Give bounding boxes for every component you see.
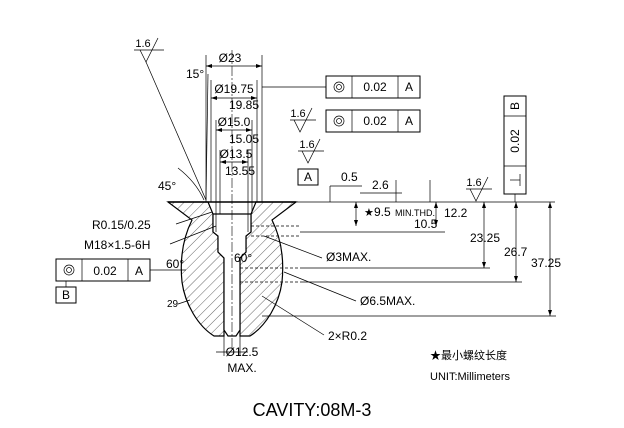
angle-arc [177,167,205,201]
angle-45: 45° [158,179,176,193]
leader-line [261,295,325,336]
thread-depth-suffix: MIN.THD. [395,208,435,218]
dim-dia-19-75: Ø19.75 [214,82,254,96]
angle-60-center: 60° [234,251,252,265]
sf-value: 1.6 [299,139,314,151]
concentricity-icon [333,115,345,127]
leader-line [145,61,207,201]
angle-60-left: 60° [166,257,184,271]
dim-dia-12-5: Ø12.5 [226,345,259,359]
angle-leader [205,73,209,201]
dia-3-max: Ø3MAX. [326,250,371,264]
tolerance-value: 0.02 [363,114,387,128]
perp-datum: B [508,102,522,110]
dim-15-05: 15.05 [229,132,259,146]
thread-depth-value: 9.5 [374,205,391,219]
sf-value: 1.6 [135,38,150,50]
star-note: ★最小螺纹长度 [430,348,507,362]
datum-b: B [55,286,77,304]
dim-dia-23: Ø23 [219,51,242,65]
depth-2-6: 2.6 [372,178,389,192]
leader-line [175,211,213,225]
dim-dia-15: Ø15.0 [218,115,251,129]
angle-15: 15° [186,67,204,81]
depth-37-25: 37.25 [531,256,561,270]
datum-a: A [297,168,319,186]
leader-line [283,271,357,302]
dia-6-5-max: Ø6.5MAX. [360,294,415,308]
perpendicular-frame: B 0.02 [503,95,527,195]
leader-line [169,225,217,245]
dim-13-55: 13.55 [225,164,255,178]
thread-label: M18×1.5-6H [84,238,150,252]
depth-23-25: 23.25 [470,231,500,245]
surface-finish-icon: 1.6 [466,176,492,202]
dim-dia-13-5: Ø13.5 [220,147,253,161]
datum-a-label: A [304,170,312,184]
dim-max: MAX. [227,361,256,375]
corner-radius: 2×R0.2 [328,329,367,343]
tolerance-frame-1: 0.02 A [325,75,421,99]
angle-29: 29 [167,299,179,310]
sf-value: 1.6 [290,108,305,120]
concentricity-icon [333,81,345,93]
depth-10-5: 10.5 [414,217,438,231]
surface-finish-icon: 1.6 [290,107,316,133]
leader-line [263,235,323,259]
drawing-title: CAVITY:08M-3 [253,400,372,420]
tolerance-value: 0.02 [93,264,117,278]
tolerance-datum: A [405,114,413,128]
tolerance-datum: A [135,264,143,278]
tolerance-datum: A [405,80,413,94]
radius-label: R0.15/0.25 [92,218,151,232]
thread-depth-star: ★ [364,207,374,219]
perpendicularity-icon [510,174,521,186]
tolerance-value: 0.02 [363,80,387,94]
surface-finish-icon: 1.6 [134,37,164,63]
tolerance-frame-2: 0.02 A [325,109,421,133]
surface-finish-icon: 1.6 [298,138,324,164]
arrowheads [206,64,552,316]
depth-12-2: 12.2 [444,206,468,220]
tolerance-frame-3: 0.02 A [55,258,151,282]
dim-19-85: 19.85 [229,98,259,112]
sf-value: 1.6 [466,177,481,189]
depth-0-5: 0.5 [341,170,358,184]
units-note: UNIT:Millimeters [430,371,511,383]
concentricity-icon [63,264,75,276]
angle-leader [177,299,191,305]
datum-b-label: B [62,288,70,302]
perp-value: 0.02 [508,129,522,153]
